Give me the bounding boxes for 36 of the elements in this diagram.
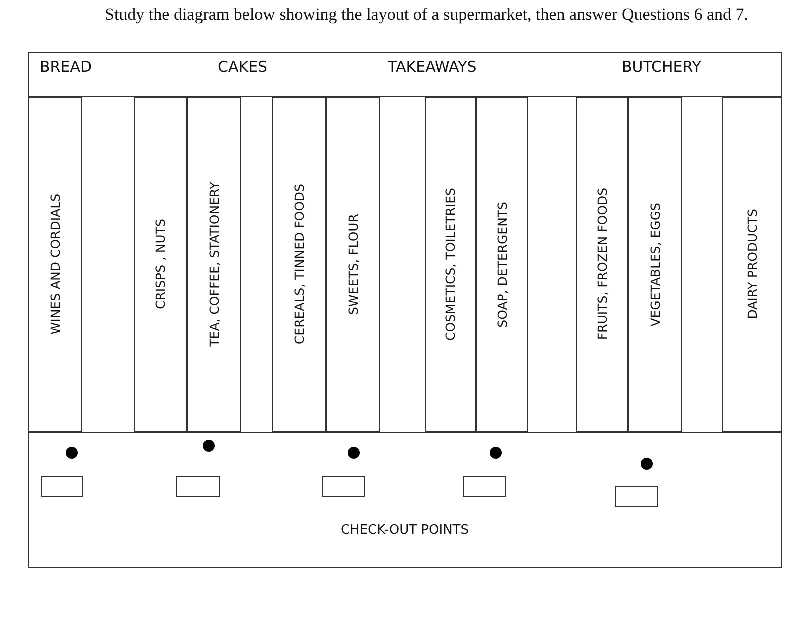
checkout-counter bbox=[463, 476, 506, 497]
shelf-aisle bbox=[628, 97, 682, 432]
shelf-label: SOAP, DETERGENTS bbox=[494, 202, 510, 328]
cashier-dot bbox=[66, 447, 78, 459]
shelf-aisle bbox=[425, 97, 476, 432]
checkout-counter bbox=[615, 486, 658, 507]
section-label: CAKES bbox=[218, 58, 268, 76]
checkout-counter bbox=[176, 476, 220, 497]
shelf-aisle bbox=[187, 97, 241, 432]
section-label: BUTCHERY bbox=[622, 58, 702, 76]
shelf-label: WINES AND CORDIALS bbox=[48, 194, 62, 335]
instruction-text: Study the diagram below showing the layout of a supermarket, then answer Questions 6 and 7. bbox=[105, 4, 750, 25]
cashier-dot bbox=[641, 458, 653, 470]
area-label: CHECK-OUT POINTS bbox=[340, 523, 470, 538]
shelf-label: VEGETABLES, EGGS bbox=[648, 202, 662, 326]
shelf-label: TEA, COFFEE, STATIONERY bbox=[206, 182, 222, 347]
shelf-label: FRUITS, FROZEN FOODS bbox=[594, 188, 610, 341]
shelf-aisle bbox=[28, 97, 82, 432]
shelf-aisle bbox=[326, 97, 380, 432]
shelf-label: CEREALS, TINNED FOODS bbox=[292, 184, 306, 345]
shelf-label: SWEETS, FLOUR bbox=[346, 214, 360, 315]
section-label: TAKEAWAYS bbox=[388, 58, 477, 76]
shelf-label: CRISPS , NUTS bbox=[153, 219, 168, 310]
cashier-dot bbox=[348, 447, 360, 459]
checkout-counter bbox=[41, 476, 83, 497]
checkout-counter bbox=[322, 476, 365, 497]
shelf-aisle bbox=[272, 97, 326, 432]
section-label: BREAD bbox=[40, 58, 92, 76]
shelf-aisle bbox=[476, 97, 528, 432]
shelf-label: DAIRY PRODUCTS bbox=[744, 209, 760, 320]
cashier-dot bbox=[203, 440, 215, 452]
shelf-label: COSMETICS, TOILETRIES bbox=[443, 188, 458, 341]
shelf-aisle bbox=[722, 97, 782, 432]
shelf-aisle bbox=[576, 97, 628, 432]
shelf-aisle bbox=[134, 97, 187, 432]
cashier-dot bbox=[490, 447, 502, 459]
